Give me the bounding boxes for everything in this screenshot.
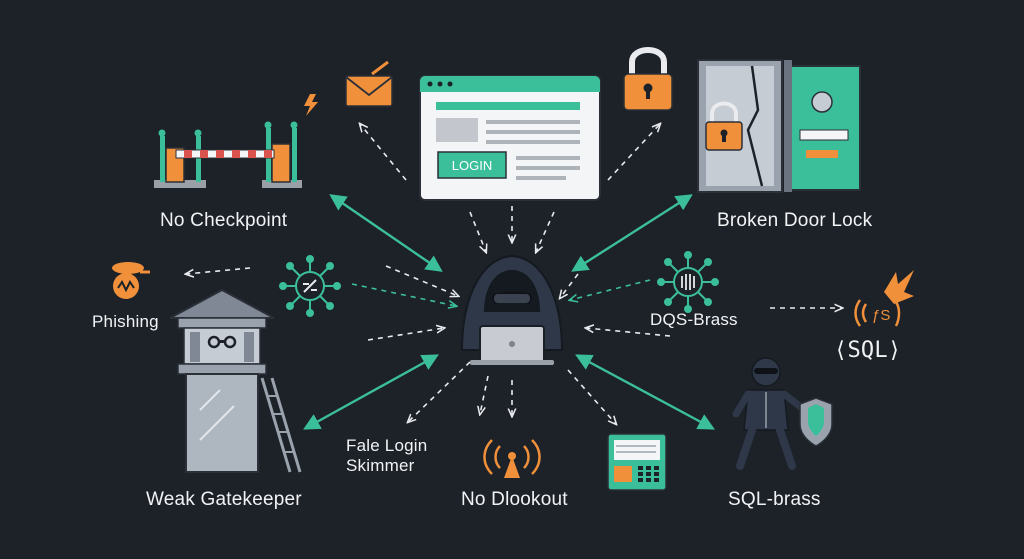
door-lock-icon [697, 59, 861, 193]
network-virus-icon [657, 251, 719, 313]
padlock-icon [623, 47, 673, 111]
barrier-gate-icon [154, 121, 302, 188]
hook-icon [112, 262, 150, 299]
label-weak-gatekeeper: Weak Gatekeeper [146, 489, 302, 510]
label-fake-login-line1: Fale Login [346, 436, 428, 455]
label-phishing: Phishing [92, 312, 159, 331]
burglar-shield-icon [732, 357, 833, 470]
arrow-no-checkpoint [329, 194, 443, 272]
watchtower-icon [169, 288, 302, 473]
browser-window-icon: LOGIN [419, 75, 601, 201]
label-fake-login-line2: Skimmer [346, 456, 415, 475]
lightning-icon [304, 94, 318, 116]
label-no-checkpoint: No Checkpoint [160, 210, 288, 231]
email-icon [345, 60, 393, 107]
label-no-dlookout: No Dlookout [461, 489, 568, 510]
signal-beacon-icon [483, 439, 541, 478]
arrow-sql-brass [575, 354, 715, 430]
arrow-broken-door [571, 194, 693, 272]
arrow-weak-gatekeeper [303, 354, 439, 430]
label-fake-login-skimmer: Fale Login Skimmer [346, 436, 427, 476]
hooded-hacker-laptop-icon [460, 254, 564, 365]
dashed-connectors [186, 124, 842, 424]
sql-injection-icon: ƒS [854, 270, 914, 327]
teal-dashed-connectors [351, 279, 651, 306]
skimmer-keypad-icon [607, 433, 667, 491]
label-sql-brass: SQL-brass [728, 489, 821, 510]
label-dqs-brass: DQS-Brass [650, 310, 738, 329]
solid-connectors [303, 194, 715, 430]
label-broken-door-lock: Broken Door Lock [717, 210, 873, 231]
sql-glyph: ƒS [872, 307, 890, 324]
login-button-text: LOGIN [452, 158, 492, 173]
bug-virus-icon [279, 255, 341, 317]
label-sql: ⟨SQL⟩ [834, 338, 902, 363]
